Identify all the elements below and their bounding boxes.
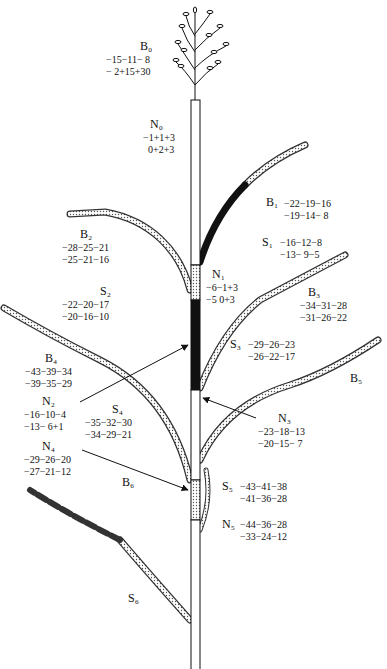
part-label: S₁ — [262, 236, 273, 248]
value-label: −16−12−8 — [280, 238, 322, 248]
part-label: N₀ — [150, 118, 163, 130]
value-label: −20−15− 7 — [258, 439, 302, 449]
value-label: −20−16−10 — [62, 312, 109, 322]
stem — [191, 100, 200, 669]
part-label: B₂ — [80, 228, 92, 240]
value-label: −23−18−13 — [258, 427, 305, 437]
part-label: B₆ — [122, 476, 134, 488]
part-label: N₅ — [222, 518, 235, 530]
part-label: S₄ — [112, 403, 123, 415]
value-label: −34−29−21 — [85, 430, 132, 440]
part-label: S₅ — [222, 480, 233, 492]
part-label: S₂ — [100, 285, 111, 297]
value-label: −27−21−12 — [24, 467, 71, 477]
part-label: N₃ — [278, 412, 291, 424]
value-label: −44−36−28 — [240, 520, 287, 530]
value-label: −43−41−38 — [240, 482, 287, 492]
value-label: −41−36−28 — [240, 494, 287, 504]
panicle — [173, 7, 229, 100]
value-label: −29−26−20 — [24, 455, 71, 465]
value-label: 0+2+3 — [148, 145, 174, 155]
part-label: N₁ — [212, 268, 225, 280]
value-label: −13− 6+1 — [24, 422, 63, 432]
part-label: B₀ — [140, 40, 152, 52]
value-label: −31−26−22 — [300, 313, 347, 323]
part-label: B₅ — [350, 372, 362, 384]
value-label: −34−31−28 — [300, 301, 347, 311]
value-label: −22−19−16 — [284, 199, 331, 209]
value-label: −43−39−34 — [25, 367, 72, 377]
value-label: −22−20−17 — [62, 300, 109, 310]
part-label: S₃ — [230, 338, 241, 350]
value-label: −16−10−4 — [24, 410, 66, 420]
value-label: −15−11− 8 — [106, 55, 150, 65]
part-label: B₁ — [266, 196, 278, 208]
part-label: B₃ — [308, 286, 320, 298]
value-label: −1+1+3 — [143, 133, 175, 143]
value-label: −28−25−21 — [62, 243, 109, 253]
value-label: −33−24−12 — [240, 532, 287, 542]
leader-arrows — [80, 345, 256, 490]
value-label: −39−35−29 — [25, 379, 72, 389]
value-label: −25−21−16 — [62, 255, 109, 265]
value-label: −19−14− 8 — [284, 211, 328, 221]
value-label: −29−26−23 — [248, 340, 295, 350]
part-label: B₄ — [45, 352, 57, 364]
value-label: −35−32−30 — [85, 418, 132, 428]
part-label: N₂ — [42, 395, 55, 407]
value-label: −6−1+3 — [206, 283, 238, 293]
value-label: −13− 9−5 — [280, 250, 319, 260]
value-label: −26−22−17 — [248, 352, 295, 362]
part-label: N₄ — [42, 440, 55, 452]
value-label: −5 0+3 — [206, 295, 235, 305]
value-label: − 2+15+30 — [106, 67, 150, 77]
part-label: S₆ — [128, 592, 139, 604]
